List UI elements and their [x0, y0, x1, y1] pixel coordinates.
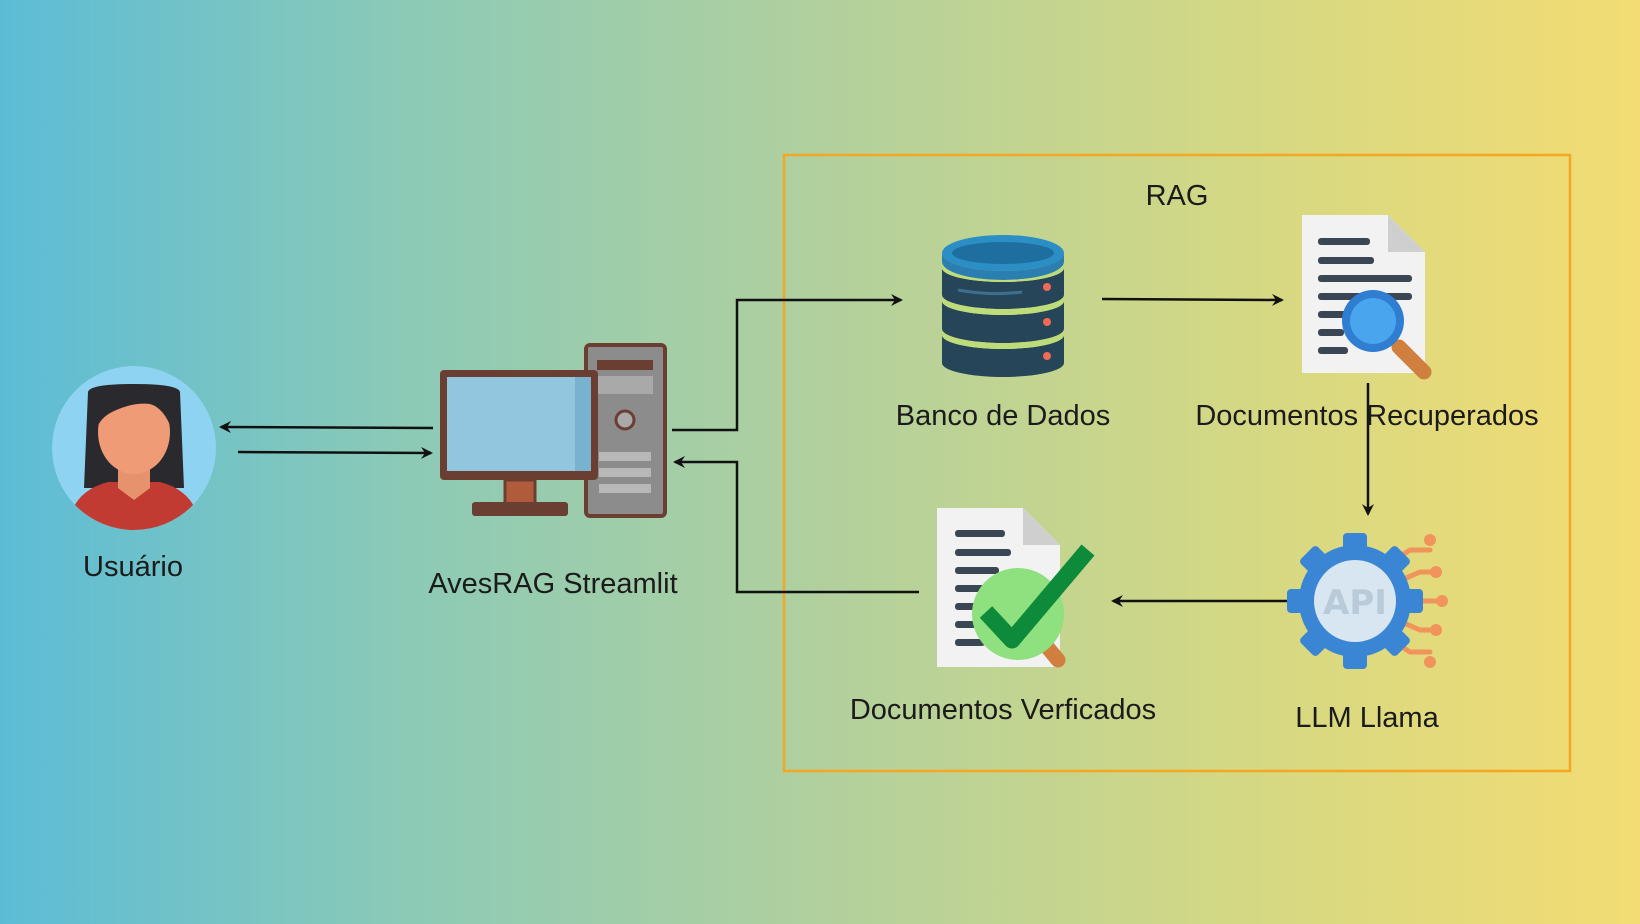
rag-group-title: RAG: [1146, 180, 1209, 212]
arrow-app-to-database: [672, 294, 903, 432]
connectors: [219, 293, 1374, 607]
woman-avatar-icon: [52, 366, 216, 530]
llm-label: LLM Llama: [1295, 702, 1439, 734]
arrow-user-to-app: [237, 446, 433, 459]
api-gear-icon: API: [1287, 533, 1448, 669]
svg-text:API: API: [1323, 583, 1387, 623]
database-label: Banco de Dados: [896, 400, 1110, 432]
arrow-database-to-retrieved: [1101, 293, 1284, 306]
document-check-icon: [937, 508, 1095, 668]
verified-docs-label: Documentos Verficados: [850, 694, 1156, 726]
database-icon: [942, 235, 1064, 377]
app-label: AvesRAG Streamlit: [428, 568, 677, 600]
arrow-app-to-user: [219, 421, 434, 434]
desktop-computer-icon: [440, 343, 667, 518]
arrow-verified-to-app: [673, 456, 919, 594]
document-search-icon: [1302, 215, 1432, 380]
retrieved-docs-label: Documentos Recuperados: [1195, 400, 1538, 432]
rag-group-box: [782, 153, 1572, 773]
user-label: Usuário: [83, 551, 183, 583]
